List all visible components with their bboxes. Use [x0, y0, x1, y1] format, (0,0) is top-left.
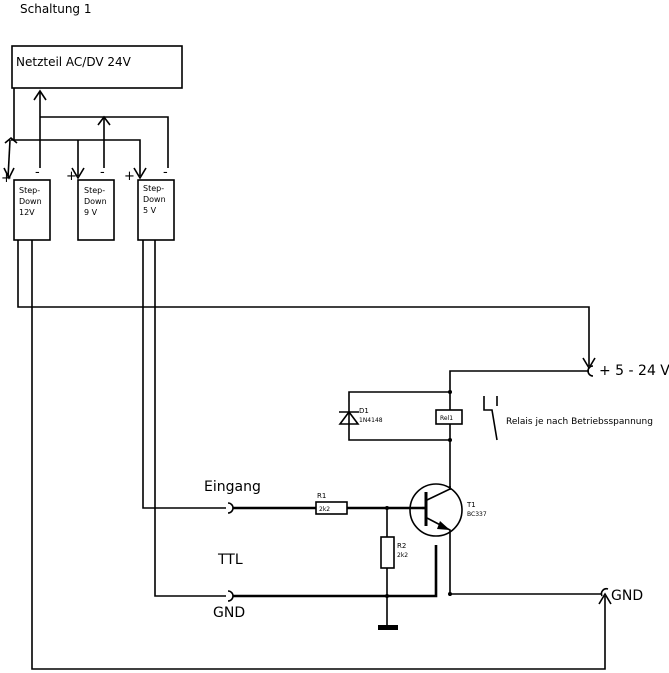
transistor-t1 — [409, 483, 463, 596]
svg-text:Down: Down — [19, 197, 42, 206]
svg-text:Down: Down — [143, 195, 166, 204]
diode-d1 — [338, 402, 360, 425]
minus-mark-9v: - — [100, 165, 105, 180]
transistor-value: BC337 — [467, 511, 487, 518]
gnd-terminal-right — [600, 587, 609, 597]
ground-symbol — [378, 625, 398, 630]
gnd-input-terminal — [227, 590, 234, 602]
supply-label: + 5 - 24 V — [599, 363, 669, 379]
plus-mark-5v: + — [124, 169, 135, 184]
svg-text:9 V: 9 V — [84, 208, 98, 217]
psu-distribution-wires — [3, 88, 169, 180]
r1-value: 2k2 — [319, 506, 330, 513]
svg-text:Down: Down — [84, 197, 107, 206]
step-down-5v: Step- Down 5 V — [137, 179, 175, 241]
eingang-terminal — [227, 502, 234, 514]
plus-mark-9v: + — [66, 169, 77, 184]
plus-mark-12v: + — [1, 171, 12, 186]
relay-coil — [435, 409, 463, 425]
eingang-label: Eingang — [204, 479, 261, 495]
ttl-label: TTL — [217, 552, 243, 568]
r2-ref: R2 — [397, 542, 406, 550]
transistor-ref: T1 — [466, 501, 476, 509]
junction-dot — [448, 438, 452, 442]
svg-text:5 V: 5 V — [143, 206, 157, 215]
r1-ref: R1 — [317, 492, 326, 500]
resistor-r2 — [380, 536, 395, 569]
relay-note: Relais je nach Betriebsspannung — [506, 417, 653, 427]
gnd-input-label: GND — [213, 605, 245, 621]
ground-rail — [233, 545, 438, 598]
diode-ref: D1 — [359, 407, 369, 415]
svg-text:Step-: Step- — [19, 186, 40, 195]
svg-text:Step-: Step- — [84, 186, 105, 195]
junction-dot — [448, 390, 452, 394]
relay-supply-wires — [348, 370, 589, 490]
step-down-12v: Step- Down 12V — [13, 179, 51, 241]
output-wires — [17, 240, 612, 670]
schematic-title: Schaltung 1 — [20, 2, 92, 16]
power-supply-label: Netzteil AC/DV 24V — [16, 55, 132, 69]
svg-text:12V: 12V — [19, 208, 35, 217]
step-down-9v: Step- Down 9 V — [77, 179, 115, 241]
minus-mark-5v: - — [163, 165, 168, 180]
relay-contact — [483, 396, 498, 441]
minus-mark-12v: - — [35, 165, 40, 180]
svg-text:Step-: Step- — [143, 184, 164, 193]
junction-dot — [385, 506, 389, 510]
diode-value: 1N4148 — [359, 417, 383, 424]
gnd-label-right: GND — [611, 588, 643, 604]
junction-dot — [448, 592, 452, 596]
junction-dot — [385, 594, 389, 598]
power-supply-box — [11, 45, 183, 89]
r2-value: 2k2 — [397, 552, 408, 559]
relay-ref: Rel1 — [440, 415, 453, 422]
